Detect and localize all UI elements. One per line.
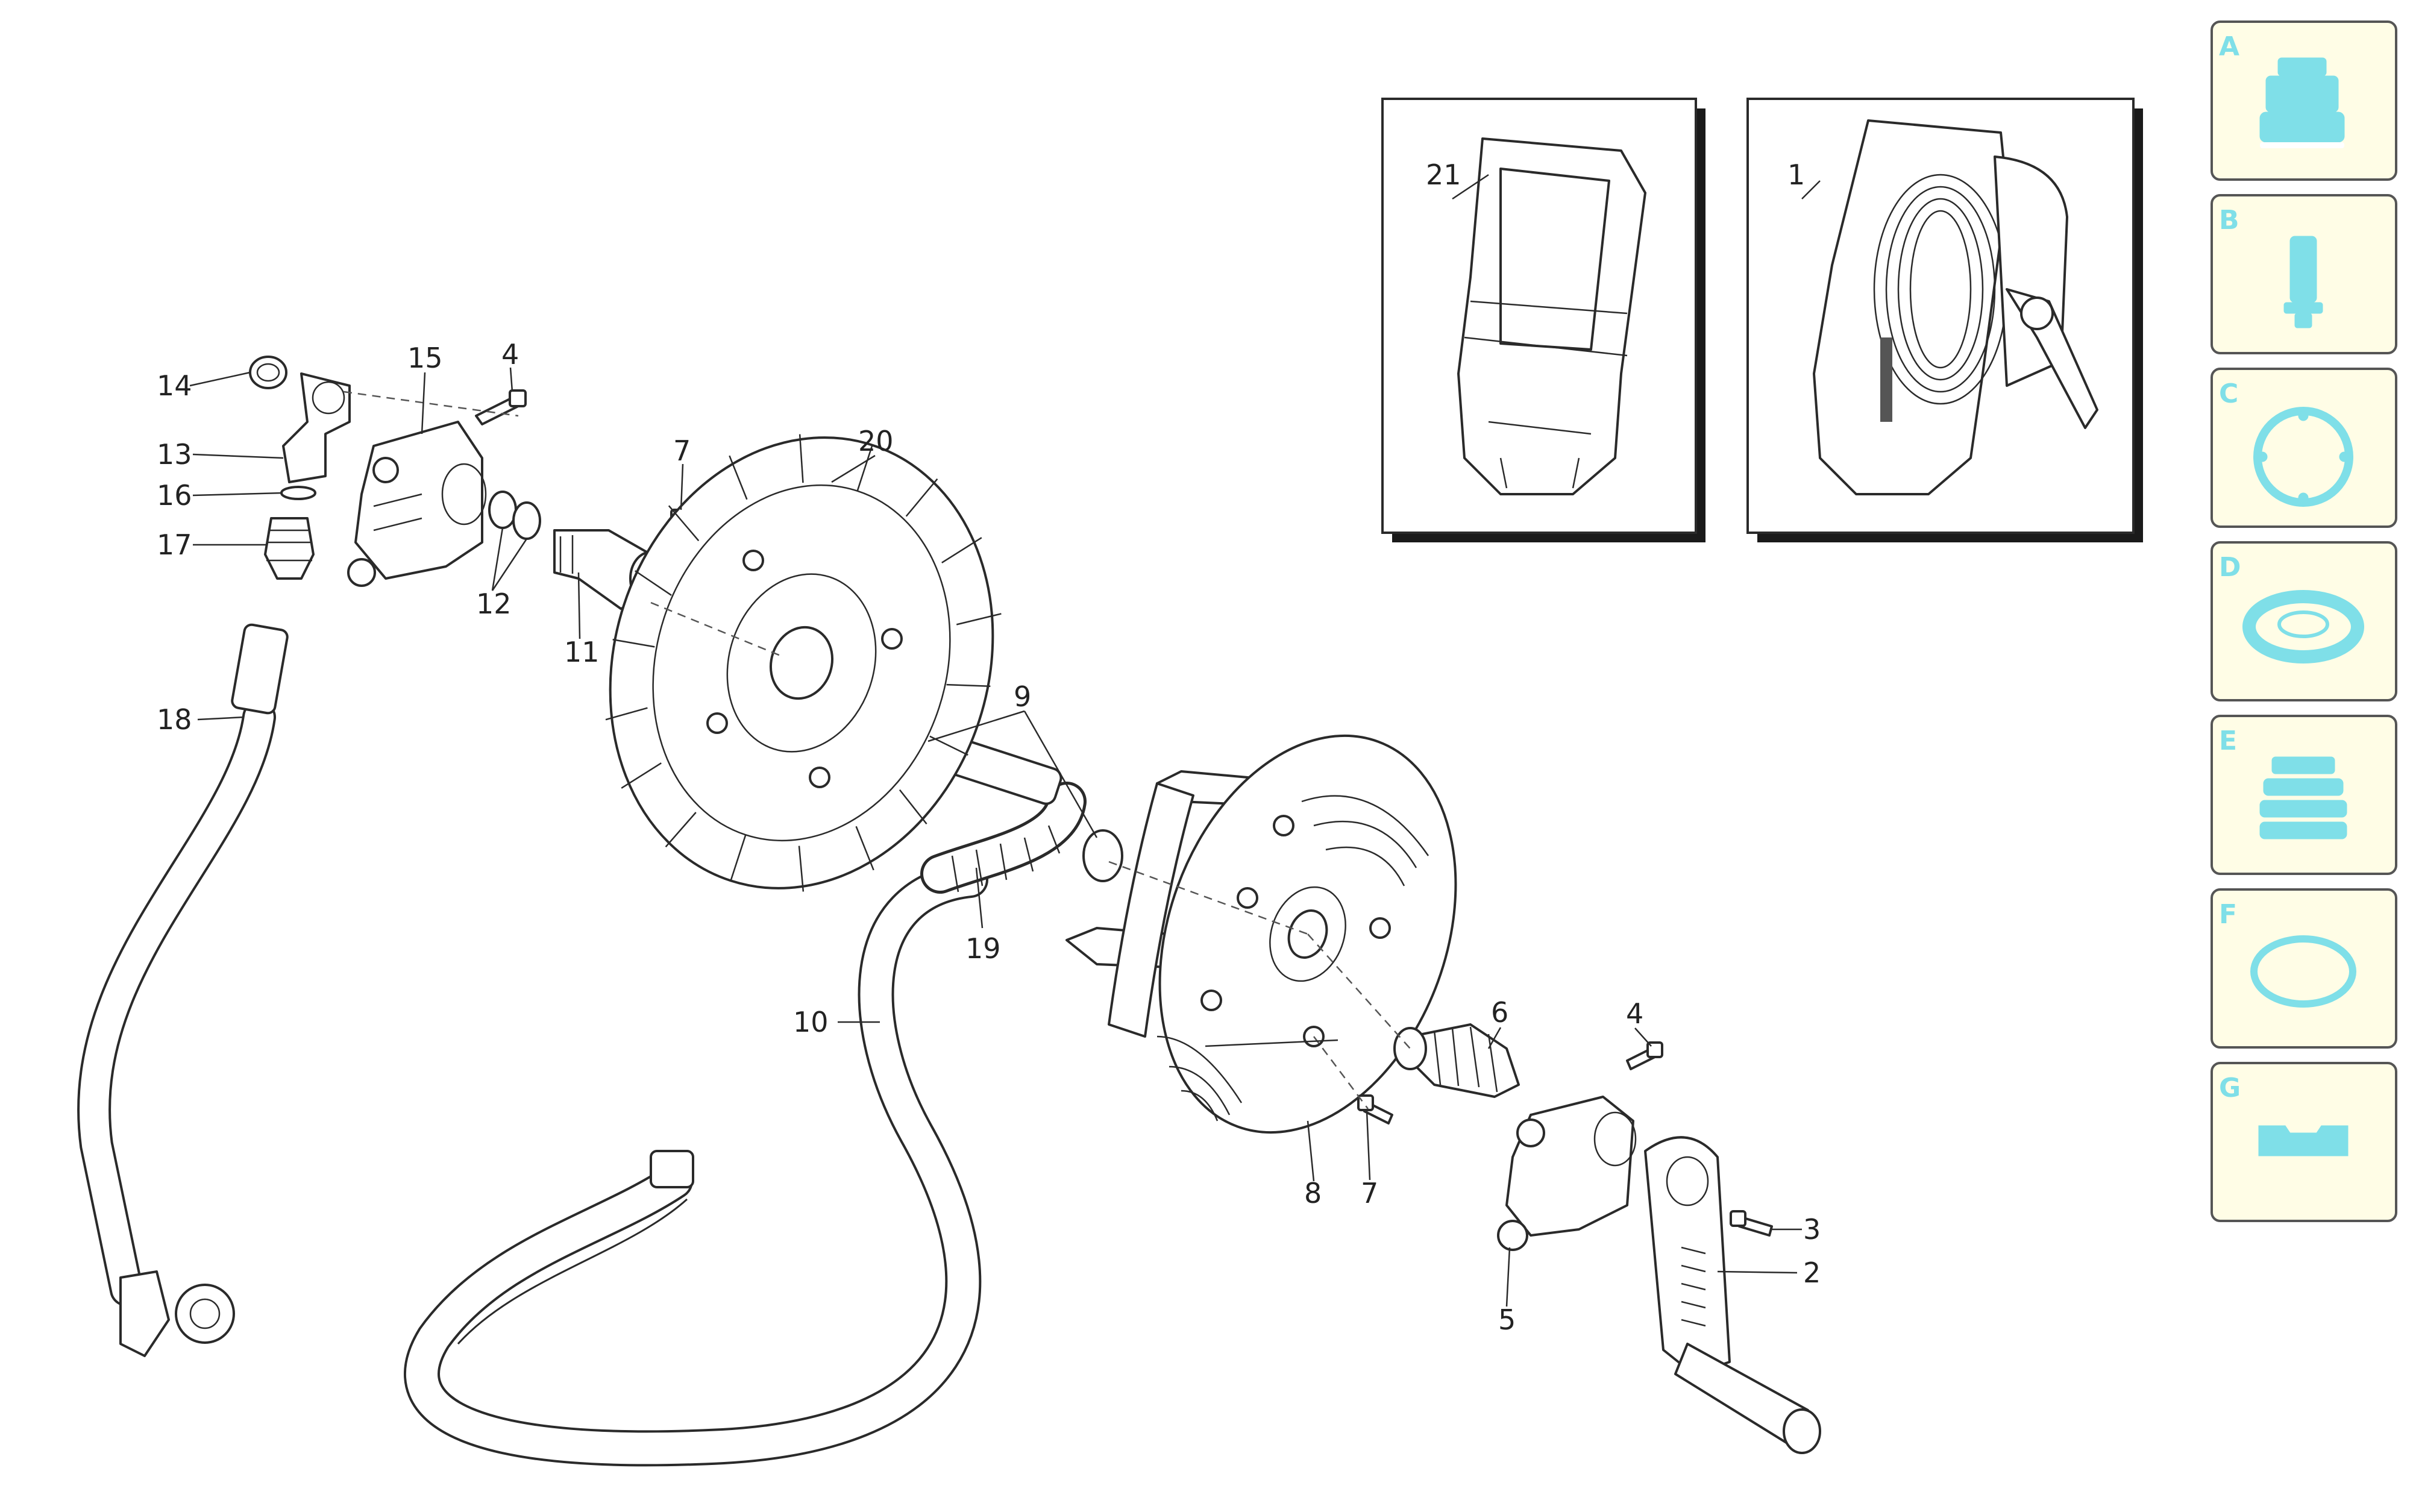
tab-letter-g: G xyxy=(2219,1073,2241,1103)
sidebar-tab-f[interactable]: F xyxy=(2211,888,2397,1049)
part-7-screw-bottom xyxy=(1357,1094,1393,1125)
part-10-hose xyxy=(404,862,988,1467)
label-14: 14 xyxy=(157,369,192,402)
part-16-oring xyxy=(280,486,316,500)
part-2-crank-handle xyxy=(1644,1136,1821,1454)
inset-assembled-reel xyxy=(1746,98,2143,542)
seal-ring-icon xyxy=(2242,590,2364,663)
part-3-screw xyxy=(1730,1210,1773,1237)
label-7-bottom: 7 xyxy=(1361,1177,1378,1209)
part-labels: 14 13 16 17 18 15 4 7 12 11 20 9 19 10 8… xyxy=(157,158,1821,1336)
label-17: 17 xyxy=(157,529,192,561)
label-3: 3 xyxy=(1803,1213,1821,1246)
leader-lines xyxy=(189,367,1802,1307)
part-4-screw-top xyxy=(475,389,527,425)
label-11: 11 xyxy=(564,636,600,668)
category-sidebar: A B C xyxy=(2211,20,2397,1222)
part-17-nipple xyxy=(264,517,315,580)
part-6-spring-shaft xyxy=(1393,1023,1520,1098)
part-14-clip xyxy=(249,356,287,389)
label-4-top: 4 xyxy=(501,338,519,371)
sidebar-tab-b[interactable]: B xyxy=(2211,194,2397,354)
connector-icon xyxy=(2283,236,2323,328)
part-19-hose-guard xyxy=(920,782,1087,894)
label-4-bottom: 4 xyxy=(1626,997,1643,1030)
label-8: 8 xyxy=(1304,1177,1322,1209)
label-6: 6 xyxy=(1491,996,1508,1029)
assembly-axis-lines xyxy=(343,391,1411,1109)
label-12: 12 xyxy=(476,588,512,620)
part-18-hose xyxy=(77,623,289,1357)
tab-letter-b: B xyxy=(2219,205,2239,236)
tab-letter-d: D xyxy=(2219,552,2241,583)
block-icon xyxy=(2258,1125,2349,1156)
tab-letter-f: F xyxy=(2219,899,2237,930)
part-12-rings xyxy=(488,491,541,540)
o-ring-icon xyxy=(2250,935,2356,1008)
label-21: 21 xyxy=(1426,158,1461,191)
tab-letter-c: C xyxy=(2219,378,2238,409)
tab-letter-a: A xyxy=(2219,31,2239,62)
sidebar-tab-a[interactable]: A xyxy=(2211,20,2397,181)
label-19: 19 xyxy=(965,932,1001,965)
tab-letter-e: E xyxy=(2219,726,2237,756)
label-5: 5 xyxy=(1498,1303,1516,1336)
quick-coupler-icon xyxy=(2259,57,2345,148)
flange-gasket-icon xyxy=(2253,407,2353,507)
part-4-screw-bottom xyxy=(1626,1041,1663,1070)
sidebar-tab-c[interactable]: C xyxy=(2211,368,2397,528)
sidebar-tab-g[interactable]: G xyxy=(2211,1062,2397,1222)
label-7-top: 7 xyxy=(673,434,691,467)
label-1: 1 xyxy=(1787,158,1805,191)
label-18: 18 xyxy=(157,703,192,736)
label-20: 20 xyxy=(858,425,894,457)
part-8-reel-drum xyxy=(1065,734,1457,1134)
label-2: 2 xyxy=(1803,1256,1821,1289)
part-5-bracket xyxy=(1497,1096,1637,1251)
label-9: 9 xyxy=(1014,680,1031,713)
bellows-icon xyxy=(2259,756,2347,839)
sidebar-tab-e[interactable]: E xyxy=(2211,715,2397,875)
label-13: 13 xyxy=(157,438,192,471)
part-15-bracket xyxy=(347,421,487,587)
sidebar-tab-d[interactable]: D xyxy=(2211,541,2397,701)
inset-hose-reel-cover xyxy=(1381,98,1705,542)
label-15: 15 xyxy=(407,342,443,374)
part-13-elbow xyxy=(282,372,351,483)
label-10: 10 xyxy=(793,1006,829,1038)
label-16: 16 xyxy=(157,479,192,512)
